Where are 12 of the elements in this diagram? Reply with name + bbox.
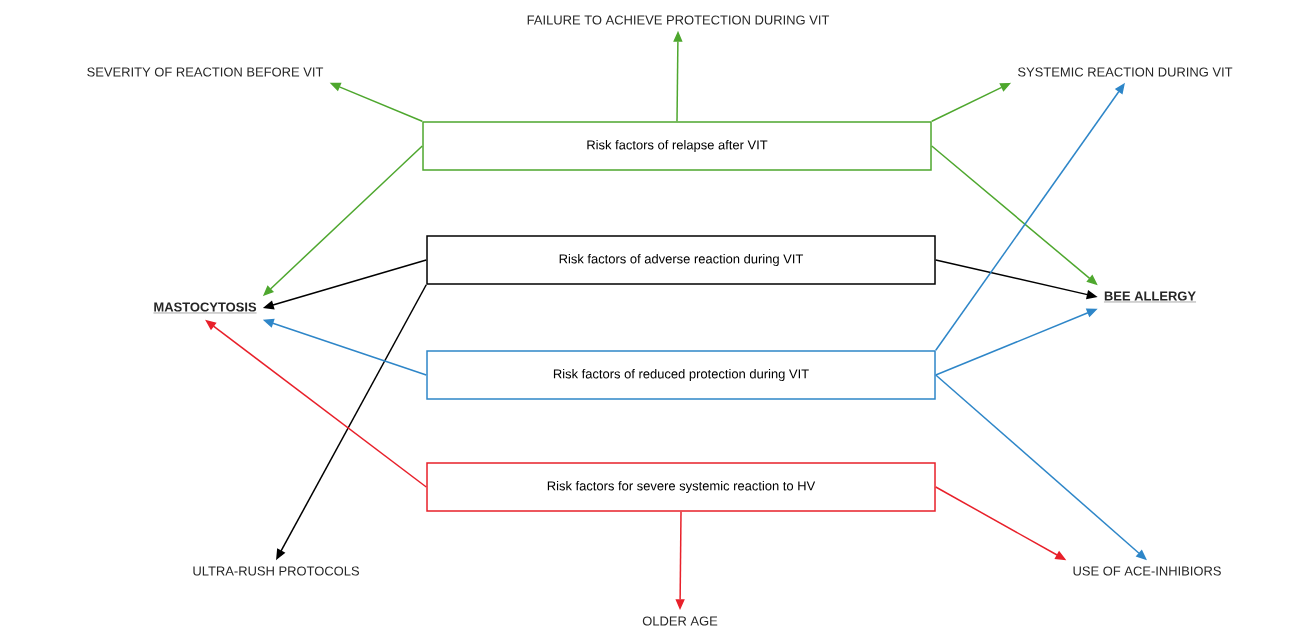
- condition-label: MASTOCYTOSIS: [153, 302, 257, 314]
- risk-factor-box: Risk factors for severe systemic reaction to HV: [426, 462, 936, 512]
- risk-factor-box: Risk factors of adverse reaction during VIT: [426, 235, 936, 285]
- outcome-label: FAILURE TO ACHIEVE PROTECTION DURING VIT: [527, 15, 830, 25]
- risk-factor-box: Risk factors of relapse after VIT: [422, 121, 932, 171]
- outcome-label: SYSTEMIC REACTION DURING VIT: [1018, 67, 1233, 77]
- condition-label: BEE ALLERGY: [1103, 291, 1197, 303]
- outcome-label: SEVERITY OF REACTION BEFORE VIT: [87, 67, 324, 77]
- outcome-label: ULTRA-RUSH PROTOCOLS: [193, 566, 359, 576]
- risk-factor-box: Risk factors of reduced protection during VIT: [426, 350, 936, 400]
- outcome-label: OLDER AGE: [642, 616, 718, 626]
- outcome-label: USE OF ACE-INHIBIORS: [1073, 566, 1221, 576]
